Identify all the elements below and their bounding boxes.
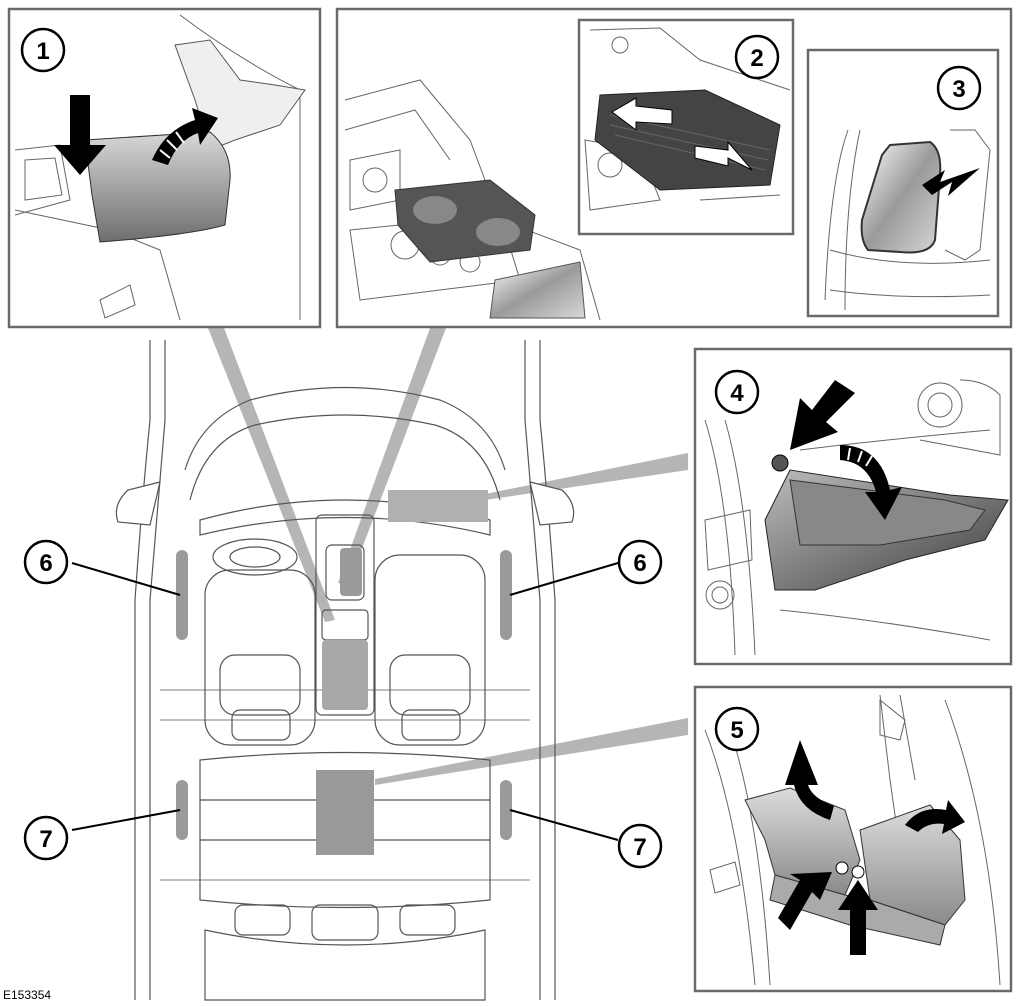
armrest-base	[84, 131, 231, 243]
callout-3: 3	[936, 65, 982, 111]
open-arrow-icon	[840, 445, 902, 520]
rear-armrest-highlight	[316, 770, 374, 855]
cupholder-highlight	[340, 548, 362, 596]
storage-highlights	[176, 490, 512, 855]
leader-wedge-1	[208, 328, 335, 622]
svg-text:2: 2	[750, 45, 763, 72]
slide-right-arrow-icon	[694, 140, 753, 171]
callout-6-right: 6	[617, 539, 663, 585]
left-mirror	[115, 481, 161, 526]
callout-7-right: 7	[617, 823, 663, 869]
svg-text:4: 4	[730, 380, 744, 407]
panel-5-rear-armrest	[693, 685, 1013, 993]
leader-wedge-4	[485, 453, 688, 500]
armrest-highlight	[322, 640, 368, 710]
callout-7-left: 7	[23, 815, 69, 861]
passenger-seat	[374, 554, 486, 746]
svg-text:6: 6	[633, 550, 646, 577]
svg-text:1: 1	[36, 38, 49, 65]
right-mirror	[529, 481, 575, 526]
rear-left-door-pocket	[176, 780, 188, 840]
svg-text:5: 5	[730, 717, 743, 744]
right-lid-arrow-icon	[905, 800, 965, 834]
slide-left-arrow-icon	[611, 97, 673, 131]
press-arrow-icon-3	[922, 168, 980, 196]
cubby-pad	[489, 261, 586, 319]
leader-wedge-5	[375, 718, 688, 785]
storage-pad	[860, 140, 942, 254]
rear-right-door-pocket	[500, 780, 512, 840]
svg-text:6: 6	[39, 550, 52, 577]
callout-1: 1	[20, 27, 66, 73]
svg-text:7: 7	[39, 826, 52, 853]
leader-wedge-2	[338, 328, 446, 585]
svg-text:3: 3	[952, 76, 965, 103]
release-button	[771, 454, 789, 472]
left-lid-arrow-icon	[785, 740, 834, 820]
callout-2: 2	[734, 34, 780, 80]
press-arrow-icon	[54, 95, 106, 175]
lift-arrow-icon	[152, 108, 218, 165]
front-left-door-pocket	[176, 550, 188, 640]
callout-4: 4	[714, 369, 760, 415]
glovebox-highlight	[388, 490, 488, 522]
center-console	[315, 514, 375, 716]
driver-seat	[204, 569, 316, 746]
front-right-door-pocket	[500, 550, 512, 640]
push-arrow-icon-up	[838, 880, 878, 955]
push-arrow-icon-left	[778, 872, 832, 930]
panel-4-glovebox	[693, 347, 1013, 666]
svg-text:7: 7	[633, 834, 646, 861]
figure-reference: E153354	[3, 988, 52, 1002]
callout-5: 5	[714, 706, 760, 752]
callout-leaders	[71, 562, 619, 841]
callout-6-left: 6	[23, 539, 69, 585]
callouts: 1 2 3 4 5 6 6 7	[20, 27, 982, 869]
release-arrow-icon	[790, 380, 855, 450]
steering-wheel	[212, 538, 298, 576]
